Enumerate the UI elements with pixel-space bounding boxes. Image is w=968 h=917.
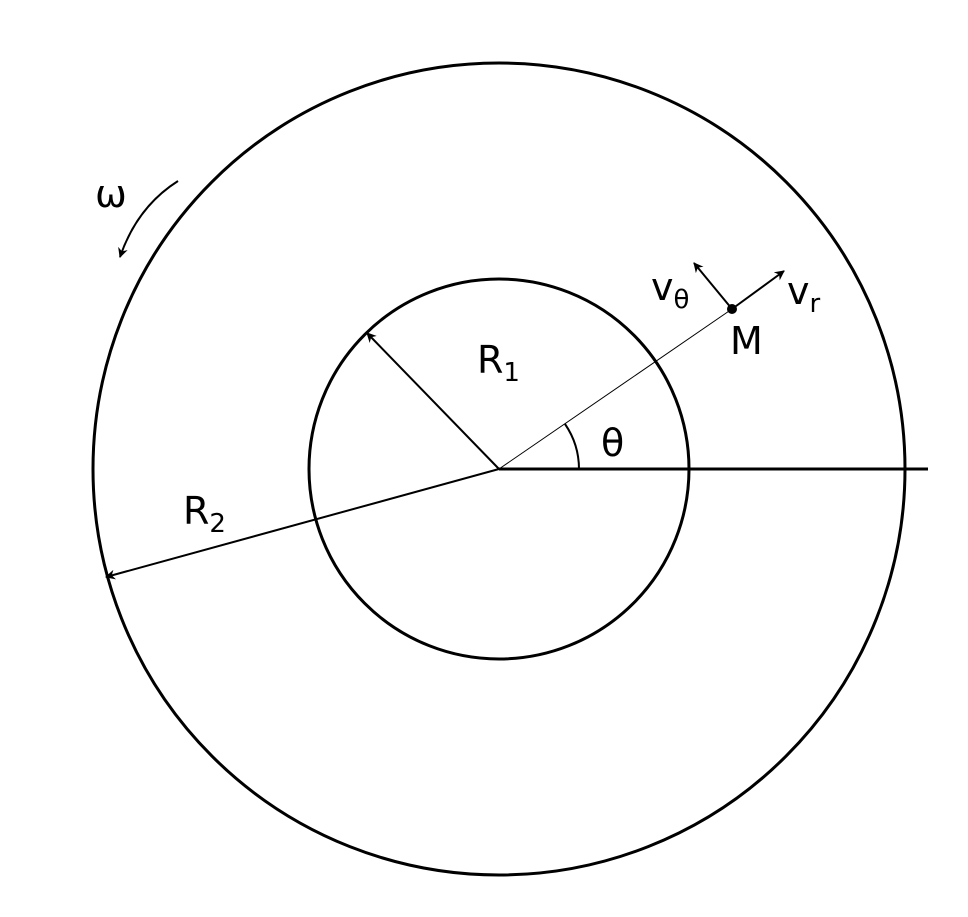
omega-rotation-arrow	[118, 180, 179, 258]
v-r-arrow	[731, 270, 785, 310]
r1-arrow	[366, 332, 500, 470]
theta-label: θ	[601, 421, 624, 465]
r2-arrow	[105, 468, 500, 580]
v-r-label: vr	[787, 269, 821, 319]
radial-line	[498, 308, 733, 470]
theta-arc	[564, 423, 580, 470]
r1-label: R1	[477, 338, 520, 388]
omega-label: ω	[95, 172, 127, 216]
v-theta-arrow	[693, 262, 733, 310]
point-m-label: M	[730, 319, 763, 363]
r2-label: R2	[183, 489, 226, 539]
v-theta-label: vθ	[651, 265, 689, 315]
